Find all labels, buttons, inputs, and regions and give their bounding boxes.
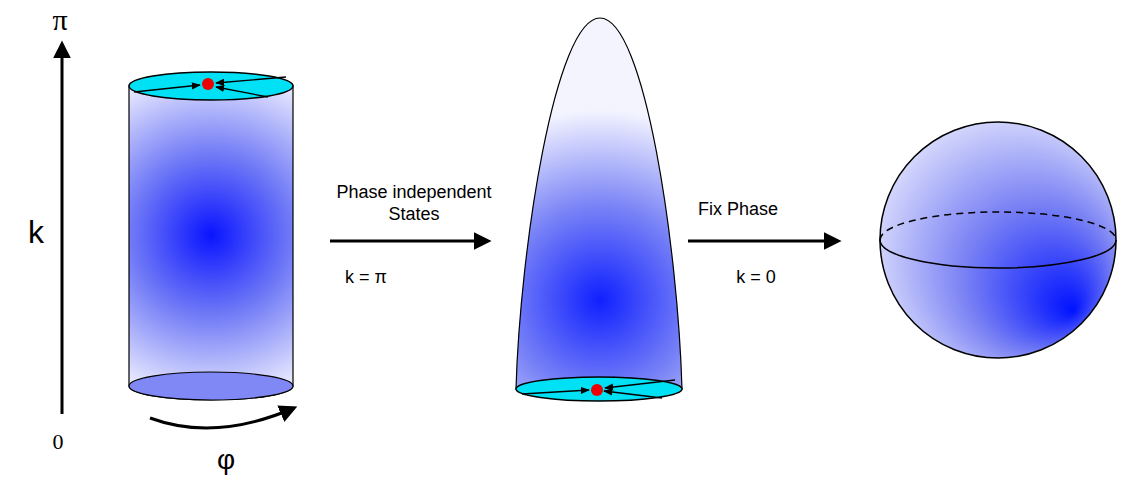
arrow-label: Phase independent States (329, 182, 499, 225)
arrow-condition: k = π (345, 267, 387, 289)
axis-arrow (61, 44, 64, 414)
arrow-label: Fix Phase (698, 199, 778, 221)
cylinder (129, 72, 293, 400)
phase-label: φ (217, 443, 235, 477)
transition-arrow (330, 240, 488, 243)
sphere (880, 122, 1116, 358)
cone (516, 18, 682, 401)
phase-arrow (150, 408, 294, 428)
transition-arrow (688, 240, 838, 243)
axis-end-label: π (52, 2, 67, 38)
arrow-condition: k = 0 (736, 267, 776, 289)
axis-name: k (28, 213, 44, 251)
axis-start-label: 0 (53, 429, 64, 455)
